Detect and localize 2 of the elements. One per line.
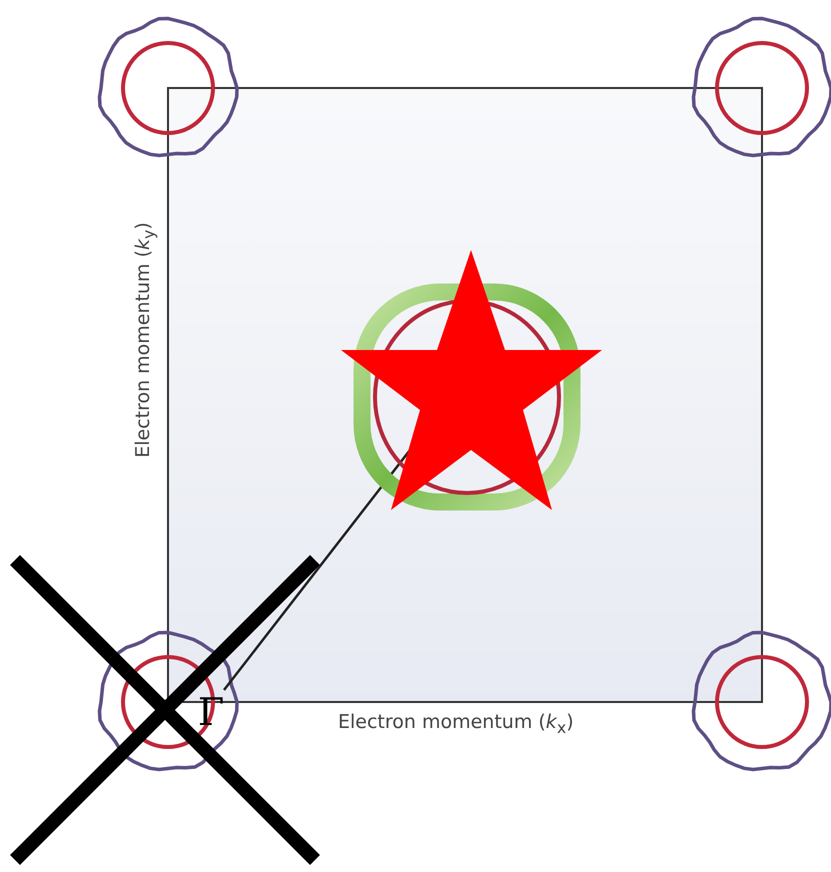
connector-line	[223, 449, 411, 691]
axis-label: Electron momentum (k$_{x}$)	[338, 711, 574, 737]
